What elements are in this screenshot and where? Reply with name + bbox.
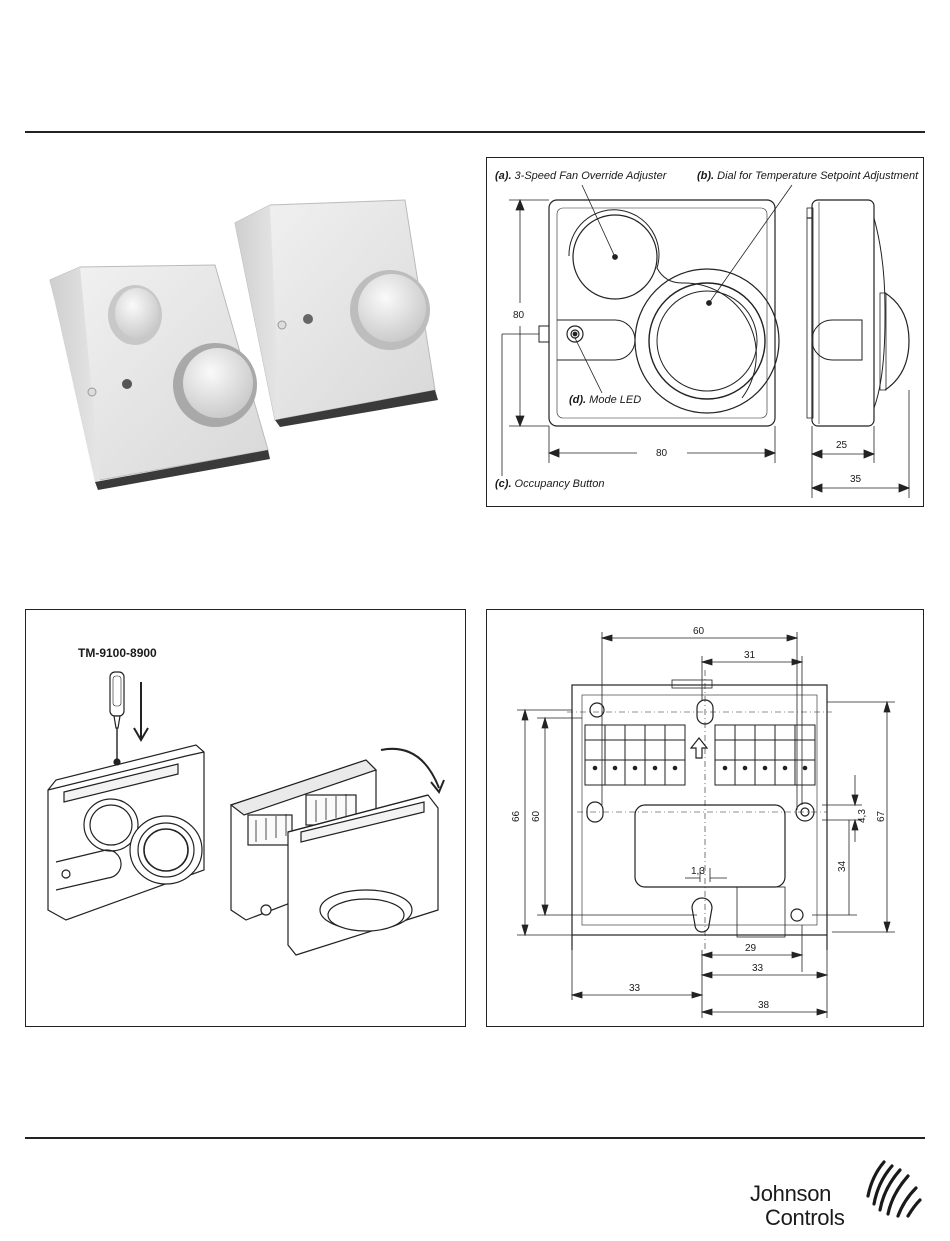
- label-d-text: Mode LED: [586, 394, 641, 406]
- dim-60-left: 60: [531, 810, 542, 822]
- front-view-dimension-panel: (a). 3-Speed Fan Override Adjuster (b). …: [486, 157, 924, 507]
- front-view-drawing: (a). 3-Speed Fan Override Adjuster (b). …: [487, 158, 925, 508]
- device-sketch-front: [48, 745, 204, 920]
- cover-removal-drawing: TM-9100-8900: [26, 610, 467, 1028]
- dim-1-3: 1,3: [691, 866, 705, 877]
- dim-height: 80: [513, 310, 525, 321]
- dim-67: 67: [876, 810, 887, 822]
- leader-lines: [502, 185, 792, 476]
- up-arrow-icon: [691, 738, 707, 758]
- dim-34: 34: [837, 860, 848, 872]
- dim-60-top: 60: [693, 626, 705, 637]
- mounting-dimension-lines: [517, 632, 895, 1018]
- terminal-block-left: [585, 725, 685, 785]
- label-a-text: 3-Speed Fan Override Adjuster: [512, 170, 668, 182]
- svg-text:(b). Dial for Temperature Setp: (b). Dial for Temperature Setpoint Adjus…: [697, 170, 919, 182]
- dim-29: 29: [745, 943, 757, 954]
- mounting-dimension-panel: 60 31 66 60 67 4,3 34 1,3 29 33 33 38: [486, 609, 924, 1027]
- label-b-text: Dial for Temperature Setpoint Adjustment: [714, 170, 919, 182]
- front-view-body: [539, 200, 779, 426]
- logo-line-1: Johnson: [750, 1182, 831, 1206]
- mounting-base-drawing: 60 31 66 60 67 4,3 34 1,3 29 33 33 38: [487, 610, 925, 1028]
- footer-rule: [25, 1137, 925, 1139]
- device-photo-left: [50, 265, 270, 490]
- logo-line-2: Controls: [765, 1206, 845, 1230]
- logo-flame-icon: [862, 1154, 924, 1226]
- label-c-text: Occupancy Button: [512, 478, 605, 490]
- label-c-prefix: (c).: [495, 478, 512, 490]
- header-rule: [25, 131, 925, 133]
- label-b-prefix: (b).: [697, 170, 714, 182]
- side-view-body: [807, 200, 909, 426]
- dim-33-right: 33: [752, 963, 764, 974]
- center-lines: [567, 670, 832, 950]
- tool-label: TM-9100-8900: [78, 646, 157, 660]
- dim-66: 66: [511, 810, 522, 822]
- device-photo-right: [235, 200, 438, 427]
- label-a-prefix: (a).: [495, 170, 512, 182]
- screwdriver-icon: [110, 672, 124, 762]
- svg-text:(d). Mode LED: (d). Mode LED: [569, 394, 641, 406]
- dim-38: 38: [758, 1000, 770, 1011]
- mounting-base-outline: [572, 680, 827, 950]
- svg-text:(c). Occupancy Button: (c). Occupancy Button: [495, 478, 604, 490]
- dim-33-left: 33: [629, 983, 641, 994]
- dim-depth-inner: 25: [836, 440, 848, 451]
- down-arrow-icon: [134, 682, 148, 740]
- product-photo: [40, 195, 460, 495]
- device-sketch-opened: [231, 760, 438, 955]
- dim-depth-outer: 35: [850, 474, 862, 485]
- dim-4-3: 4,3: [857, 809, 868, 823]
- label-d-prefix: (d).: [569, 394, 586, 406]
- cover-removal-panel: TM-9100-8900: [25, 609, 466, 1027]
- terminal-block-right: [715, 725, 815, 785]
- svg-text:(a). 3-Speed Fan Override Adju: (a). 3-Speed Fan Override Adjuster: [495, 170, 668, 182]
- rotate-arrow-icon: [381, 749, 444, 792]
- dim-width: 80: [656, 448, 668, 459]
- dim-31: 31: [744, 650, 756, 661]
